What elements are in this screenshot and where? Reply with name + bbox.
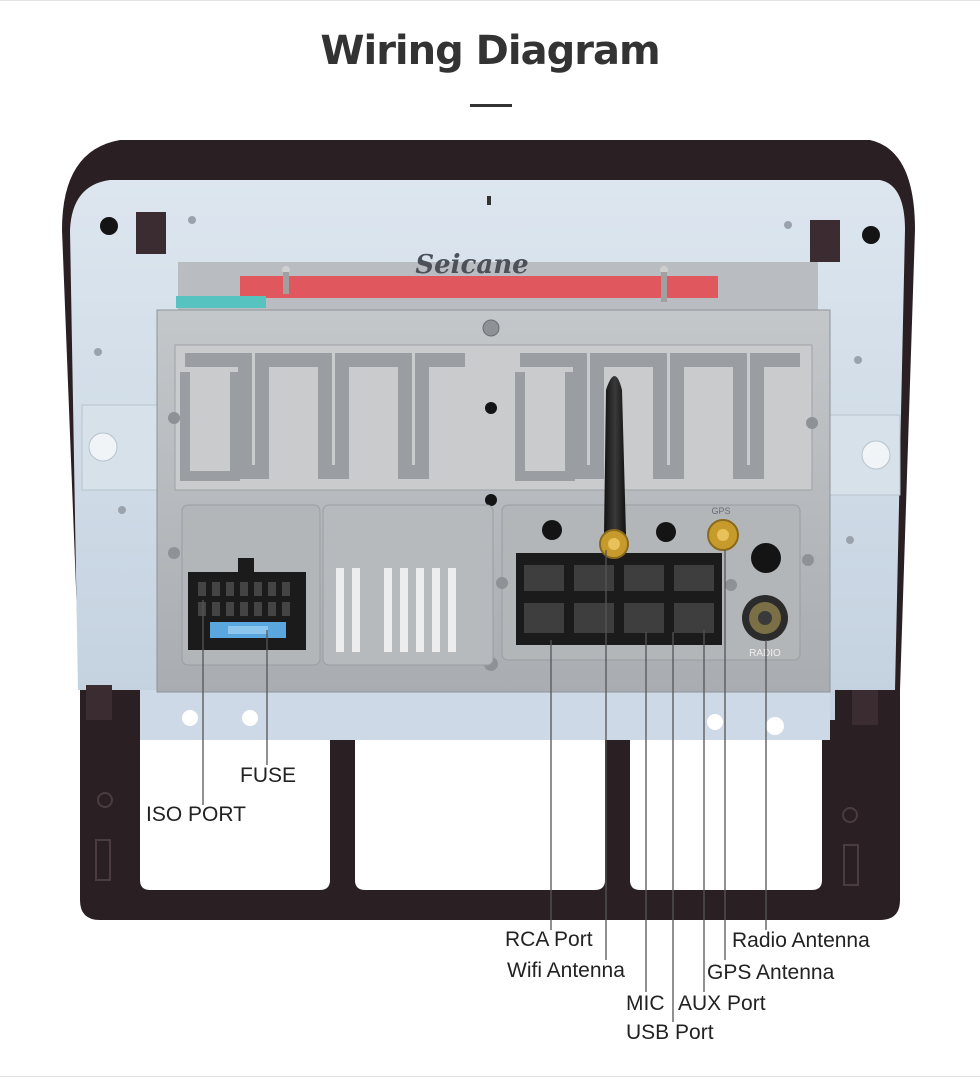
wifi-antenna-label: Wifi Antenna — [507, 959, 625, 982]
radio-connector: RADIO — [742, 595, 788, 659]
fuse-label: FUSE — [240, 764, 297, 787]
radio-antenna-label: Radio Antenna — [732, 929, 870, 952]
aux-port-label: AUX Port — [678, 992, 766, 1015]
page-title: Wiring Diagram — [320, 28, 660, 74]
bottom-divider — [0, 1076, 980, 1077]
unit-top: Seicane — [176, 250, 818, 314]
iso-connector — [188, 558, 306, 650]
gps-mark: GPS — [711, 506, 730, 516]
rca-port-label: RCA Port — [505, 928, 593, 951]
iso-port-label: ISO PORT — [146, 803, 246, 826]
radio-mark: RADIO — [749, 648, 781, 659]
mic-label: MIC — [626, 992, 665, 1015]
wifi-antenna — [599, 376, 629, 559]
gps-antenna-label: GPS Antenna — [707, 961, 835, 984]
multi-connector — [496, 520, 781, 645]
gps-connector: GPS — [707, 506, 739, 551]
usb-port-label: USB Port — [626, 1021, 714, 1044]
title-underline — [470, 104, 512, 107]
brand-logo: Seicane — [415, 250, 528, 280]
top-divider — [0, 0, 980, 1]
callout-lines — [202, 550, 767, 1022]
